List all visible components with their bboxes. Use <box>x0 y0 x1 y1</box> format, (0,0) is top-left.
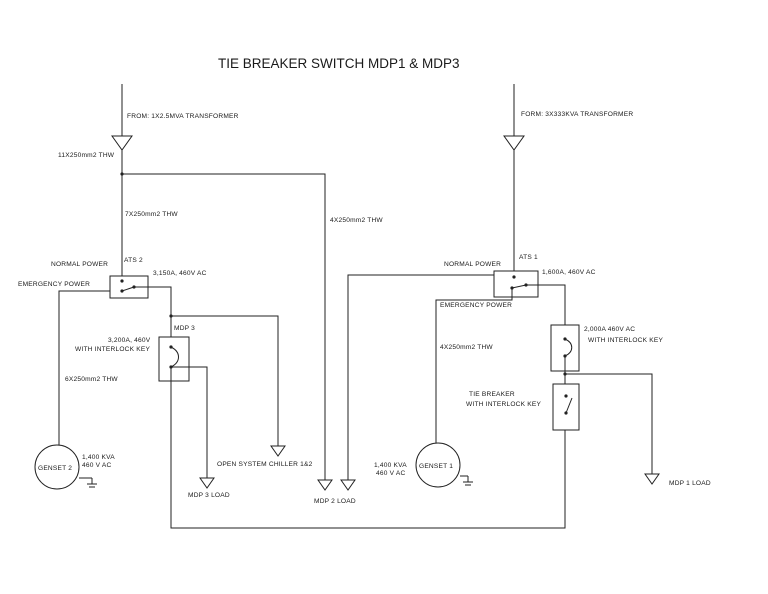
from-left-label: FROM: 1X2.5MVA TRANSFORMER <box>127 113 239 120</box>
genset2-rating-line1: 1,400 KVA <box>82 454 115 461</box>
emergency-power-right-label: EMERGENCY POWER <box>440 302 512 309</box>
tie-breaker-line2: WITH INTERLOCK KEY <box>466 401 541 408</box>
ats2-rating-label: 3,150A, 460V AC <box>153 270 207 277</box>
cable-4x-top-label: 4X250mm2 THW <box>330 217 383 224</box>
ats1-rating-label: 1,600A, 460V AC <box>542 269 596 276</box>
mdp2-feeder <box>122 173 333 491</box>
cable-11x-label: 11X250mm2 THW <box>58 152 115 159</box>
tie-breaker-box <box>552 383 580 431</box>
genset2-ground-icon <box>79 477 97 488</box>
ats2-label: ATS 2 <box>124 257 143 264</box>
mdp1-load-label: MDP 1 LOAD <box>669 480 711 487</box>
chiller-label: OPEN SYSTEM CHILLER 1&2 <box>217 461 313 468</box>
left-incoming-feeder <box>111 84 133 276</box>
chiller-feeder <box>171 315 279 446</box>
mdp3-load-label: MDP 3 LOAD <box>188 492 230 499</box>
mdp3-breaker-box <box>158 336 190 382</box>
diagram-title: TIE BREAKER SWITCH MDP1 & MDP3 <box>218 56 460 71</box>
tie-line <box>170 367 566 529</box>
mdp2-load-terminal-right-icon <box>340 479 356 491</box>
emergency-power-left-label: EMERGENCY POWER <box>18 281 90 288</box>
mdp2-load-label: MDP 2 LOAD <box>314 498 356 505</box>
cable-7x-label: 7X250mm2 THW <box>125 211 178 218</box>
mdp2-load-terminal-icon <box>317 479 333 491</box>
tie-breaker-switch-icon <box>564 394 573 415</box>
ats1-output-line <box>526 284 566 325</box>
cable-4x-right-label: 4X250mm2 THW <box>440 344 493 351</box>
genset1-label: GENSET 1 <box>419 463 453 470</box>
genset2-rating-line2: 460 V AC <box>82 462 111 469</box>
tie-breaker-line1: TIE BREAKER <box>469 391 515 398</box>
transformer-terminal-right-icon <box>503 135 525 151</box>
genset1-ground-icon <box>460 475 473 486</box>
genset1-feeder <box>435 288 513 445</box>
mdp1-load-feeder <box>565 373 653 474</box>
normal-power-left-label: NORMAL POWER <box>51 261 108 268</box>
ats1-box <box>493 270 539 298</box>
breaker-2000-line1: 2,000A 460V AC <box>584 326 635 333</box>
from-right-label: FORM: 3X333KVA TRANSFORMER <box>521 111 633 118</box>
ats1-to-mdp2-feeder <box>347 274 494 480</box>
genset2-label: GENSET 2 <box>38 465 72 472</box>
normal-power-right-label: NORMAL POWER <box>444 261 501 268</box>
genset1-rating-line2: 460 V AC <box>376 470 405 477</box>
genset1-icon <box>415 442 461 488</box>
cable-6x-label: 6X250mm2 THW <box>65 376 118 383</box>
ats1-label: ATS 1 <box>519 254 538 261</box>
mdp3-label: MDP 3 <box>174 325 195 332</box>
chiller-terminal-icon <box>270 445 286 457</box>
mdp3-load-terminal-icon <box>199 477 215 489</box>
genset2-icon <box>34 444 80 490</box>
right-incoming-feeder <box>503 84 525 271</box>
transformer-terminal-icon <box>111 135 133 151</box>
ats2-output-line <box>134 286 172 342</box>
breaker-3200-line1: 3,200A, 460V <box>108 337 151 344</box>
mdp1-load-terminal-icon <box>644 473 660 485</box>
ats1-switch-icon <box>510 275 528 290</box>
genset1-rating-line1: 1,400 KVA <box>374 462 407 469</box>
breaker-3200-line2: WITH INTERLOCK KEY <box>75 346 150 353</box>
breaker-2000-line2: WITH INTERLOCK KEY <box>588 337 663 344</box>
genset2-feeder <box>58 290 110 448</box>
mdp3-load-feeder <box>171 366 208 478</box>
